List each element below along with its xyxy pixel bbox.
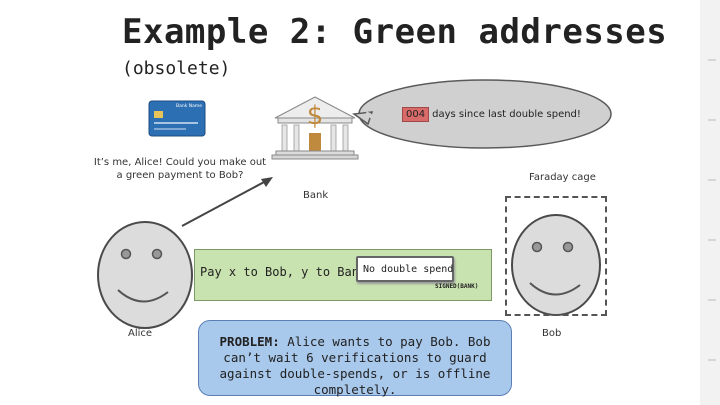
bob-face-icon (511, 214, 601, 316)
problem-text: PROBLEM: Alice wants to pay Bob. Bob can… (200, 334, 510, 398)
faraday-cage-label: Faraday cage (529, 172, 596, 183)
slide-edge-strip (700, 0, 720, 405)
slide-edge-dashes (708, 59, 716, 361)
slide-title: Example 2: Green addresses (122, 12, 668, 52)
days-counter: 004 (402, 107, 430, 122)
alice-quote: It’s me, Alice! Could you make out a gre… (93, 157, 267, 181)
speech-message: days since last double spend! (432, 109, 581, 120)
card-bank-name: Bank Name (176, 103, 202, 109)
problem-label: PROBLEM: (219, 334, 280, 349)
problem-box (198, 320, 512, 396)
bob-label: Bob (542, 328, 562, 339)
signature-tag (356, 256, 454, 282)
slide-subtitle: (obsolete) (122, 58, 231, 79)
dollar-sign-icon: $ (307, 101, 324, 131)
alice-label: Alice (128, 328, 153, 339)
bank-building-icon: $ (271, 96, 359, 160)
problem-description: Alice wants to pay Bob. Bob can’t wait 6… (219, 334, 491, 397)
signed-label: SIGNED(BANK) (435, 283, 479, 290)
faraday-cage-box (505, 196, 607, 316)
speech-bubble (351, 79, 612, 149)
credit-card-icon: Bank Name (148, 100, 206, 137)
alice-face-icon (97, 221, 193, 329)
payment-text: Pay x to Bob, y to Bank (200, 265, 367, 279)
signature-text: No double spend (363, 264, 454, 275)
bank-label: Bank (303, 190, 329, 201)
request-arrow (181, 177, 273, 227)
